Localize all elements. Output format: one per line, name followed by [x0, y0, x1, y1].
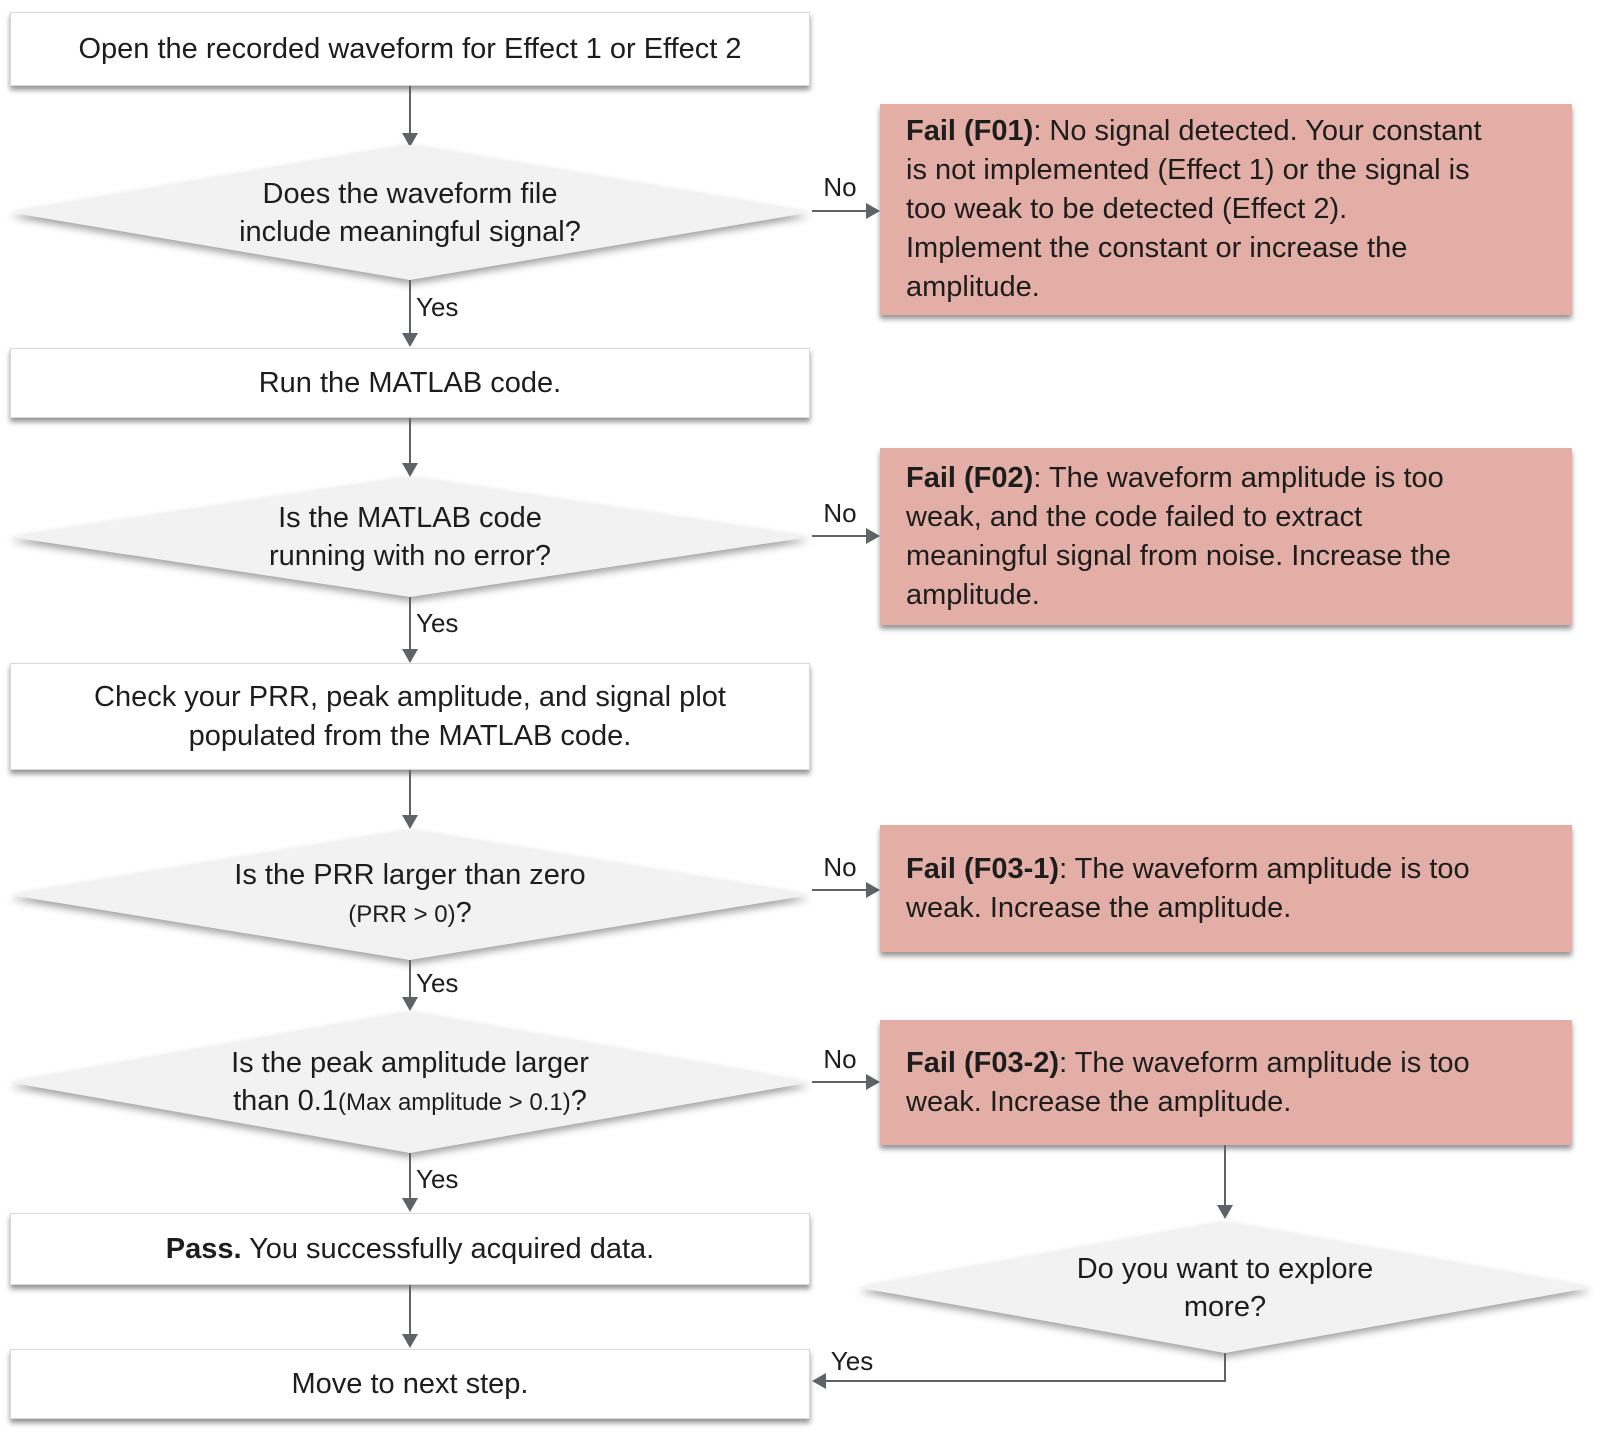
fail-f03-2-code: Fail (F03-2) — [906, 1046, 1060, 1079]
arrow-right-icon — [866, 528, 880, 544]
run-matlab-label: Run the MATLAB code. — [258, 366, 562, 399]
pass-box: Pass. You successfully acquired data. — [10, 1213, 810, 1285]
arrow-down-icon — [1217, 1205, 1233, 1219]
decision-signal-diamond: Does the waveform file include meaningfu… — [10, 145, 810, 280]
decision-signal-line1: Does the waveform file — [262, 177, 558, 210]
decision-matlab-diamond: Is the MATLAB code running with no error… — [10, 477, 810, 597]
edge-matlab-to-f02 — [812, 535, 866, 537]
edge-peak-to-f03-2 — [812, 1081, 866, 1083]
arrow-down-icon — [402, 333, 418, 347]
start-box: Open the recorded waveform for Effect 1 … — [10, 12, 810, 86]
arrow-right-icon — [866, 1074, 880, 1090]
arrow-down-icon — [402, 815, 418, 829]
arrow-down-icon — [402, 997, 418, 1011]
edge-label-no-2: No — [823, 498, 857, 528]
decision-explore-line1: Do you want to explore — [1076, 1252, 1374, 1285]
fail-f03-2-line2: weak. Increase the amplitude. — [906, 1085, 1292, 1118]
decision-peak-qmark: ? — [570, 1084, 587, 1117]
fail-f02-box: Fail (F02): The waveform amplitude is to… — [880, 448, 1572, 625]
arrow-down-icon — [402, 1198, 418, 1212]
decision-prr-line1: Is the PRR larger than zero — [234, 859, 586, 891]
decision-prr-diamond: Is the PRR larger than zero (PRR > 0)? — [10, 830, 810, 960]
edge-label-yes-2: Yes — [416, 608, 459, 638]
check-results-line2: populated from the MATLAB code. — [188, 719, 632, 752]
edge-signal-to-f01 — [812, 210, 866, 212]
edge-matlab-to-check — [409, 597, 411, 650]
arrow-down-icon — [402, 133, 418, 147]
edge-prr-to-peak — [409, 960, 411, 998]
fail-f01-line1: : No signal detected. Your constant — [1033, 115, 1482, 147]
decision-matlab-line2: running with no error? — [268, 540, 552, 572]
edge-peak-to-pass — [409, 1153, 411, 1199]
check-results-box: Check your PRR, peak amplitude, and sign… — [10, 663, 810, 770]
decision-prr-condition: (PRR > 0) — [348, 901, 456, 928]
fail-f02-code: Fail (F02) — [906, 461, 1034, 494]
decision-prr-qmark: ? — [455, 897, 472, 929]
edge-label-yes-1: Yes — [416, 292, 459, 322]
edge-label-yes-explore: Yes — [830, 1346, 874, 1376]
edge-check-to-prr — [409, 770, 411, 816]
edge-f03-2-to-explore — [1224, 1145, 1226, 1206]
decision-signal-line2: include meaningful signal? — [239, 215, 581, 248]
start-box-label: Open the recorded waveform for Effect 1 … — [78, 32, 742, 65]
pass-label-bold: Pass. — [165, 1232, 242, 1265]
fail-f02-line3: meaningful signal from noise. Increase t… — [906, 539, 1451, 572]
decision-explore-diamond: Do you want to explore more? — [858, 1222, 1592, 1353]
edge-label-yes-3: Yes — [416, 968, 459, 998]
pass-label-rest: You successfully acquired data. — [241, 1232, 655, 1265]
decision-matlab-line1: Is the MATLAB code — [278, 502, 542, 534]
decision-peak-condition: (Max amplitude > 0.1) — [337, 1088, 571, 1116]
edge-prr-to-f03-1 — [812, 889, 866, 891]
edge-start-to-signal — [409, 86, 411, 134]
arrow-right-icon — [866, 882, 880, 898]
fail-f02-line2: weak, and the code failed to extract — [906, 500, 1363, 533]
fail-f02-line4: amplitude. — [906, 578, 1040, 611]
run-matlab-box: Run the MATLAB code. — [10, 348, 810, 418]
edge-label-yes-4: Yes — [416, 1164, 459, 1194]
fail-f01-line4: Implement the constant or increase the — [906, 232, 1408, 264]
arrow-right-icon — [866, 203, 880, 219]
edge-label-no-4: No — [823, 1044, 857, 1074]
arrow-down-icon — [402, 1334, 418, 1348]
fail-f03-2-box: Fail (F03-2): The waveform amplitude is … — [880, 1020, 1572, 1145]
fail-f02-line1: : The waveform amplitude is too — [1033, 461, 1444, 494]
check-results-line1: Check your PRR, peak amplitude, and sign… — [94, 680, 726, 713]
decision-peak-diamond: Is the peak amplitude larger than 0.1(Ma… — [10, 1012, 810, 1153]
arrow-down-icon — [402, 649, 418, 663]
decision-peak-line2-prefix: than 0.1 — [233, 1084, 338, 1117]
fail-f03-1-line1: : The waveform amplitude is too — [1059, 852, 1470, 885]
edge-explore-to-move-v — [1224, 1353, 1226, 1382]
fail-f03-2-line1: : The waveform amplitude is too — [1059, 1046, 1470, 1079]
edge-label-no-1: No — [823, 172, 857, 202]
edge-signal-to-run — [409, 280, 411, 334]
fail-f01-code: Fail (F01) — [906, 115, 1034, 147]
move-next-step-box: Move to next step. — [10, 1349, 810, 1419]
move-next-step-label: Move to next step. — [291, 1367, 529, 1400]
edge-run-to-matlab — [409, 418, 411, 464]
edge-label-no-3: No — [823, 852, 857, 882]
fail-f01-line3: too weak to be detected (Effect 2). — [906, 193, 1348, 225]
fail-f03-1-box: Fail (F03-1): The waveform amplitude is … — [880, 825, 1572, 952]
fail-f03-1-line2: weak. Increase the amplitude. — [906, 891, 1292, 924]
fail-f01-line2: is not implemented (Effect 1) or the sig… — [906, 154, 1470, 186]
fail-f01-box: Fail (F01): No signal detected. Your con… — [880, 104, 1572, 315]
arrow-left-icon — [812, 1373, 826, 1389]
edge-explore-to-move-h — [825, 1380, 1226, 1382]
arrow-down-icon — [402, 463, 418, 477]
fail-f01-line5: amplitude. — [906, 271, 1040, 303]
decision-explore-line2: more? — [1183, 1290, 1267, 1323]
decision-peak-line1: Is the peak amplitude larger — [231, 1046, 589, 1079]
fail-f03-1-code: Fail (F03-1) — [906, 852, 1060, 885]
edge-pass-to-move — [409, 1285, 411, 1335]
